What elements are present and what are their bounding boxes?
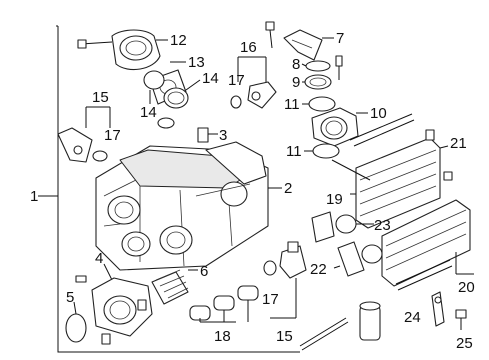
callout-labels: 1 2 3 4 5 6 7 8 9 10 11 11 12 13 14 14 1… — [30, 30, 475, 352]
top-cap — [157, 117, 175, 129]
callout-22: 22 — [310, 261, 327, 278]
callout-10: 10 — [370, 105, 387, 122]
part-23-oring — [335, 214, 383, 264]
callout-7: 7 — [336, 30, 344, 47]
left-gasket — [311, 211, 335, 243]
callout-13: 13 — [188, 54, 205, 71]
part-8-seal — [301, 60, 331, 72]
part-7-bracket — [265, 21, 343, 80]
callout-20: 20 — [458, 279, 475, 296]
part-5-cover — [65, 301, 87, 343]
part-16-sensor — [237, 56, 277, 109]
callout-25: 25 — [456, 335, 473, 352]
callout-3: 3 — [219, 127, 227, 144]
callout-24: 24 — [404, 309, 421, 326]
part-4-inlet-housing — [75, 263, 153, 345]
callout-17-bottom: 17 — [262, 291, 279, 308]
callout-16: 16 — [240, 39, 257, 56]
callout-9: 9 — [292, 74, 300, 91]
part-11-seal-top — [302, 96, 336, 112]
callout-19: 19 — [326, 191, 343, 208]
callout-15-top: 15 — [92, 89, 109, 106]
part-11-seal-lower — [304, 143, 340, 159]
callout-11-top: 11 — [284, 96, 300, 113]
part-22-gasket — [333, 241, 365, 277]
part-9-seal — [302, 74, 332, 90]
part-15-lower-fitting — [263, 241, 307, 319]
part-2-supercharger — [95, 141, 282, 271]
callout-14-right: 14 — [202, 70, 219, 87]
callout-14-left: 14 — [140, 104, 157, 121]
callout-1: 1 — [30, 188, 38, 205]
part-25-bolt — [455, 309, 467, 330]
part-21-bolts — [425, 129, 453, 181]
callout-15-bottom: 15 — [276, 328, 293, 345]
callout-21: 21 — [450, 135, 467, 152]
part-3-plug — [197, 127, 218, 143]
part-17-washer-top — [230, 95, 242, 109]
part-14-oring-right — [163, 79, 201, 109]
part-12-coupling — [77, 29, 168, 71]
callout-2: 2 — [284, 180, 292, 197]
part-14-oring-left — [143, 70, 165, 104]
part-20-charge-cooler — [381, 199, 474, 291]
callout-12: 12 — [170, 32, 187, 49]
callout-5: 5 — [66, 289, 74, 306]
callout-11-lower: 11 — [286, 143, 302, 160]
part-10-throttle-housing — [311, 107, 368, 147]
part-6-bellows — [151, 269, 198, 305]
callout-6: 6 — [200, 263, 208, 280]
callout-18: 18 — [214, 328, 231, 345]
part-15-left-fitting — [57, 106, 111, 163]
part-24-clip — [431, 291, 445, 327]
callout-23: 23 — [374, 217, 391, 234]
tube-tool — [299, 317, 349, 351]
callout-17-left: 17 — [104, 127, 121, 144]
callout-4: 4 — [95, 250, 103, 267]
part-19-intercooler — [331, 113, 441, 229]
callout-17-top: 17 — [228, 72, 245, 89]
filter-cartridge — [359, 301, 381, 341]
callout-8: 8 — [292, 56, 300, 73]
part-18-gaskets — [189, 285, 259, 323]
